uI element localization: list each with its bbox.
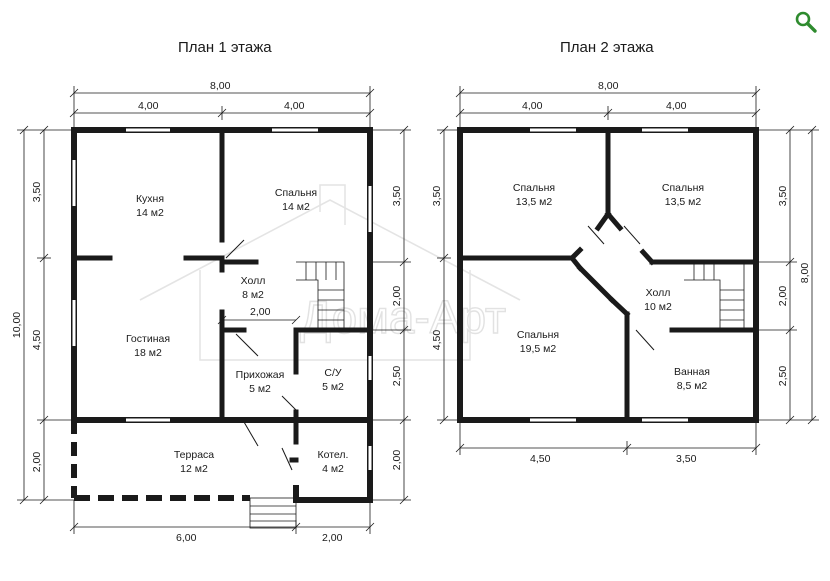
plan-1-windows (72, 128, 372, 470)
plan-2-dim-bottom-left: 4,50 (530, 453, 551, 465)
room-name: Холл (241, 275, 266, 287)
plan-1-left-dimensions: 10,00 3,50 4,50 2,00 (11, 125, 74, 505)
room-name: Холл (646, 287, 671, 299)
plan-2-dim-left-width: 4,00 (522, 100, 543, 112)
plan-1-dim-bottom-right: 2,00 (322, 532, 343, 544)
room-area: 13,5 м2 (665, 196, 702, 208)
plan-1-dim-left-mid: 4,50 (31, 330, 43, 351)
plan-1-dim-left-top: 3,50 (31, 182, 43, 203)
plan-1-dim-bottom-left: 6,00 (176, 532, 197, 544)
plan-1-porch-steps (249, 497, 297, 529)
plan-2-dim-total-height: 8,00 (799, 263, 811, 284)
room-area: 5 м2 (322, 381, 344, 393)
plan-2-left-dimensions: 3,50 4,50 (431, 125, 460, 425)
plan-1-doors (225, 239, 297, 471)
room-name: Спальня (517, 329, 559, 341)
plan-1-dim-left-width: 4,00 (138, 100, 159, 112)
room-area: 4 м2 (322, 463, 344, 475)
plan-1-dim-right-mid2: 2,50 (391, 366, 403, 387)
room-name: Спальня (275, 187, 317, 199)
plan-2-bottom-dimensions: 4,50 3,50 (455, 420, 761, 465)
plan-2-walls (457, 127, 759, 423)
room-name: Гостиная (126, 333, 170, 345)
watermark: Дома-Арт (139, 184, 521, 361)
room-area: 8,5 м2 (677, 380, 708, 392)
plan-1-dim-total-height: 10,00 (11, 312, 23, 338)
plan-2-stairs (684, 261, 745, 331)
plan-2-title: План 2 этажа (560, 39, 654, 56)
plan-1-stairs (296, 261, 345, 331)
watermark-house-icon (139, 199, 521, 361)
room-area: 19,5 м2 (520, 343, 557, 355)
room-name: Кухня (136, 193, 164, 205)
room-area: 5 м2 (249, 383, 271, 395)
search-button[interactable] (794, 10, 820, 36)
plan-2-doors (587, 225, 655, 351)
plan-1-right-dimensions: 3,50 2,00 2,50 2,00 (370, 125, 411, 505)
plan-2-dim-left-top: 3,50 (431, 186, 443, 207)
plan-2-dim-total-width: 8,00 (598, 80, 619, 92)
plan-2-windows (530, 128, 688, 422)
room-area: 12 м2 (180, 463, 208, 475)
plan-1-dim-left-bottom: 2,00 (31, 452, 43, 473)
room-area: 10 м2 (644, 301, 672, 313)
room-name: Прихожая (236, 369, 285, 381)
watermark-chimney-icon (319, 184, 346, 225)
room-name: Спальня (662, 182, 704, 194)
plan-2-dim-right-width: 4,00 (666, 100, 687, 112)
plan-1-rooms: Кухня 14 м2 Спальня 14 м2 Холл 8 м2 Гост… (126, 187, 349, 475)
search-icon (795, 11, 817, 33)
plan-1-top-dimensions: 8,00 4,00 4,00 (69, 80, 375, 130)
room-name: С/У (324, 367, 342, 379)
plan-1-dim-inner: 2,00 (250, 306, 271, 318)
plan-1-bottom-dimensions: 6,00 2,00 (69, 500, 375, 544)
plan-1-inner-dimension: 2,00 (217, 306, 301, 325)
room-name: Терраса (174, 449, 214, 461)
plan-1-dim-right-mid1: 2,00 (391, 286, 403, 307)
plan-1: 8,00 4,00 4,00 10,00 3,50 4,50 2,00 (11, 80, 411, 544)
room-name: Спальня (513, 182, 555, 194)
room-area: 13,5 м2 (516, 196, 553, 208)
plan-1-title: План 1 этажа (178, 39, 272, 56)
plan-2-dim-bottom-right: 3,50 (676, 453, 697, 465)
plan-2-dim-right-mid: 2,00 (777, 286, 789, 307)
plan-1-dim-total-width: 8,00 (210, 80, 231, 92)
room-name: Ванная (674, 366, 710, 378)
plan-2-dim-right-top: 3,50 (777, 186, 789, 207)
plan-2-dim-right-bottom: 2,50 (777, 366, 789, 387)
plan-2-rooms: Спальня 13,5 м2 Спальня 13,5 м2 Холл 10 … (513, 182, 710, 392)
room-area: 18 м2 (134, 347, 162, 359)
room-area: 14 м2 (136, 207, 164, 219)
plan-2-top-dimensions: 8,00 4,00 4,00 (455, 80, 761, 130)
room-area: 14 м2 (282, 201, 310, 213)
plan-2-dim-left-bottom: 4,50 (431, 330, 443, 351)
room-name: Котел. (318, 449, 349, 461)
plan-1-dim-right-width: 4,00 (284, 100, 305, 112)
room-area: 8 м2 (242, 289, 264, 301)
plan-1-dim-right-bottom: 2,00 (391, 450, 403, 471)
watermark-text: Дома-Арт (300, 291, 506, 343)
plan-1-dim-right-top: 3,50 (391, 186, 403, 207)
plan-2: 8,00 4,00 4,00 3,50 4,50 (431, 80, 819, 465)
plan-2-right-dimensions: 3,50 2,00 2,50 8,00 (756, 125, 819, 425)
plan-1-terrace-railing (71, 420, 250, 501)
